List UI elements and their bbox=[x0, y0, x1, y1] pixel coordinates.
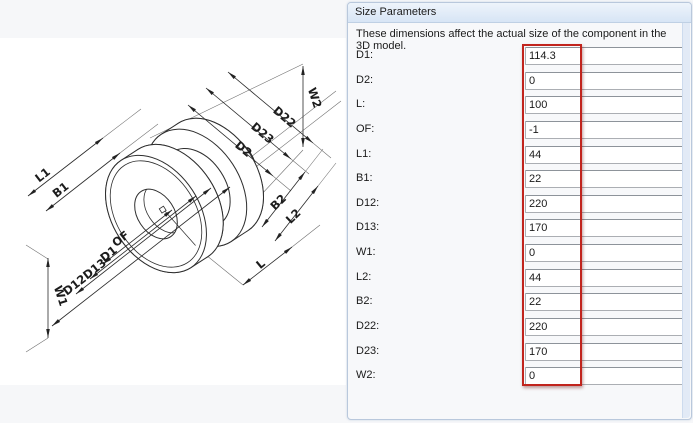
parameter-row-b1: B1: bbox=[348, 170, 691, 195]
field-label-d2: D2: bbox=[356, 73, 374, 86]
parameter-row-w1: W1: bbox=[348, 244, 691, 269]
field-label-l: L: bbox=[356, 98, 366, 111]
field-label-w1: W1: bbox=[356, 246, 376, 259]
dim-label-b2: B2 bbox=[267, 191, 289, 213]
field-input-w2[interactable] bbox=[525, 367, 686, 386]
field-label-of: OF: bbox=[356, 122, 375, 135]
dim-label-d23: D23 bbox=[248, 119, 277, 146]
field-input-d13[interactable] bbox=[525, 219, 686, 238]
field-input-l2[interactable] bbox=[525, 268, 686, 287]
dimension-lines bbox=[27, 66, 319, 338]
parameter-row-d22: D22: bbox=[348, 318, 691, 343]
parameter-row-d23: D23: bbox=[348, 342, 691, 368]
field-label-d22: D22: bbox=[356, 320, 380, 333]
field-input-b1[interactable] bbox=[525, 170, 686, 189]
field-input-d1[interactable] bbox=[525, 47, 686, 65]
field-label-l1: L1: bbox=[356, 147, 372, 160]
field-label-d12: D12: bbox=[356, 196, 380, 209]
field-label-w2: W2: bbox=[356, 369, 376, 382]
parameter-row-of: OF: bbox=[348, 120, 691, 146]
field-input-d22[interactable] bbox=[525, 318, 686, 337]
parameter-rows: D1: D2: L: OF: L1: B1: D12: D13: bbox=[348, 47, 691, 392]
parameter-row-d12: D12: bbox=[348, 194, 691, 220]
field-label-d23: D23: bbox=[356, 344, 380, 357]
field-input-b2[interactable] bbox=[525, 293, 686, 312]
dim-label-l: L bbox=[253, 256, 268, 272]
parameter-row-b2: B2: bbox=[348, 293, 691, 318]
dim-label-d22: D22 bbox=[270, 103, 299, 130]
dim-label-w2: W2 bbox=[305, 86, 325, 110]
field-label-d1: D1: bbox=[356, 49, 374, 61]
field-input-of[interactable] bbox=[525, 120, 686, 139]
field-input-d2[interactable] bbox=[525, 71, 686, 90]
panel-title: Size Parameters bbox=[348, 3, 691, 23]
parameter-row-d1: D1: bbox=[348, 47, 691, 72]
panel-description: These dimensions affect the actual size … bbox=[356, 28, 667, 52]
panel-scrollbar-track[interactable] bbox=[682, 23, 690, 418]
parameter-row-w2: W2: bbox=[348, 367, 691, 392]
field-input-w1[interactable] bbox=[525, 244, 686, 263]
dim-label-l1: L1 bbox=[32, 165, 53, 185]
parameter-row-d13: D13: bbox=[348, 219, 691, 244]
field-input-l[interactable] bbox=[525, 96, 686, 115]
parameter-row-l: L: bbox=[348, 96, 691, 121]
field-input-d23[interactable] bbox=[525, 342, 686, 361]
field-label-b1: B1: bbox=[356, 172, 373, 185]
parameter-row-l2: L2: bbox=[348, 268, 691, 294]
dim-label-w1: W1 bbox=[51, 284, 71, 308]
dimension-drawing: L1 B1 OF D1 D13 D12 B2 L2 L D22 D23 D2 W… bbox=[25, 63, 342, 353]
parameter-row-l1: L1: bbox=[348, 145, 691, 171]
dim-label-b1: B1 bbox=[50, 179, 72, 200]
field-input-d12[interactable] bbox=[525, 194, 686, 213]
parameter-row-d2: D2: bbox=[348, 71, 691, 97]
field-input-l1[interactable] bbox=[525, 145, 686, 164]
field-label-d13: D13: bbox=[356, 221, 380, 234]
field-label-b2: B2: bbox=[356, 295, 373, 308]
size-parameters-panel: Size Parameters These dimensions affect … bbox=[347, 2, 692, 420]
field-label-l2: L2: bbox=[356, 270, 372, 283]
